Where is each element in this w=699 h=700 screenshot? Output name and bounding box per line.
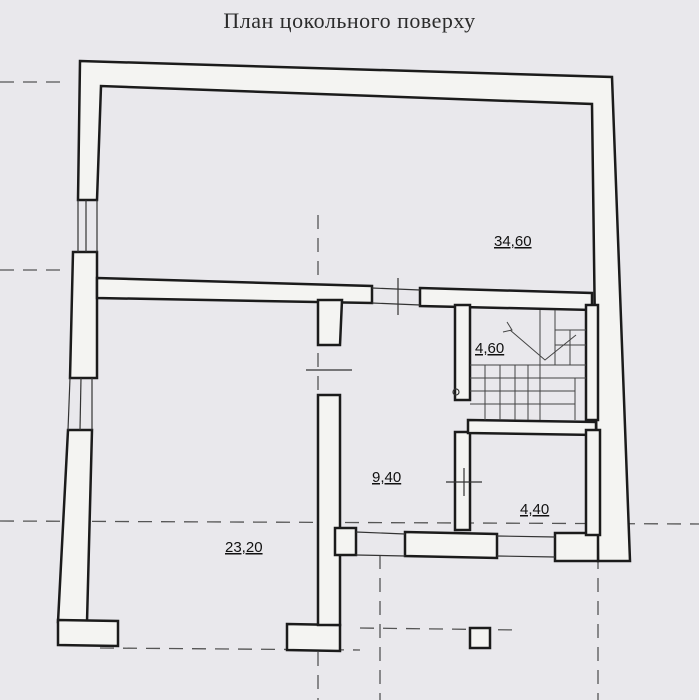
wall-bottom-right-pier xyxy=(285,622,342,653)
room-area-label: 34,60 xyxy=(494,233,532,250)
room-area-label: 23,20 xyxy=(225,539,263,556)
outside-post xyxy=(468,626,492,650)
wall-stair-right xyxy=(584,303,600,422)
wall-top xyxy=(76,59,632,563)
wall-hall-left xyxy=(316,298,344,347)
wall-mid-horizontal-right xyxy=(418,286,594,312)
room-area-label: 4,60 xyxy=(475,340,504,357)
wall-stair-bottom xyxy=(466,418,598,437)
wall-left-upper xyxy=(68,250,99,380)
wall-right-bottom xyxy=(553,531,600,563)
room-area-label: 4,40 xyxy=(520,501,549,518)
staircase xyxy=(470,310,586,420)
wall-stair-left-lower xyxy=(453,430,472,532)
wall-small-room-right xyxy=(584,428,602,537)
interior-walls xyxy=(95,276,602,627)
openings xyxy=(67,200,556,558)
room-area-label: 9,40 xyxy=(372,469,401,486)
plan-title: План цокольного поверху xyxy=(223,8,476,33)
wall-left-lower xyxy=(56,428,94,624)
wall-hall-bottom xyxy=(333,526,358,557)
exterior-walls xyxy=(56,59,632,653)
wall-hall-bottom-right xyxy=(403,530,499,560)
wall-hall-left-lower xyxy=(316,393,342,627)
wall-stair-left xyxy=(453,303,472,402)
wall-bottom xyxy=(56,618,120,648)
